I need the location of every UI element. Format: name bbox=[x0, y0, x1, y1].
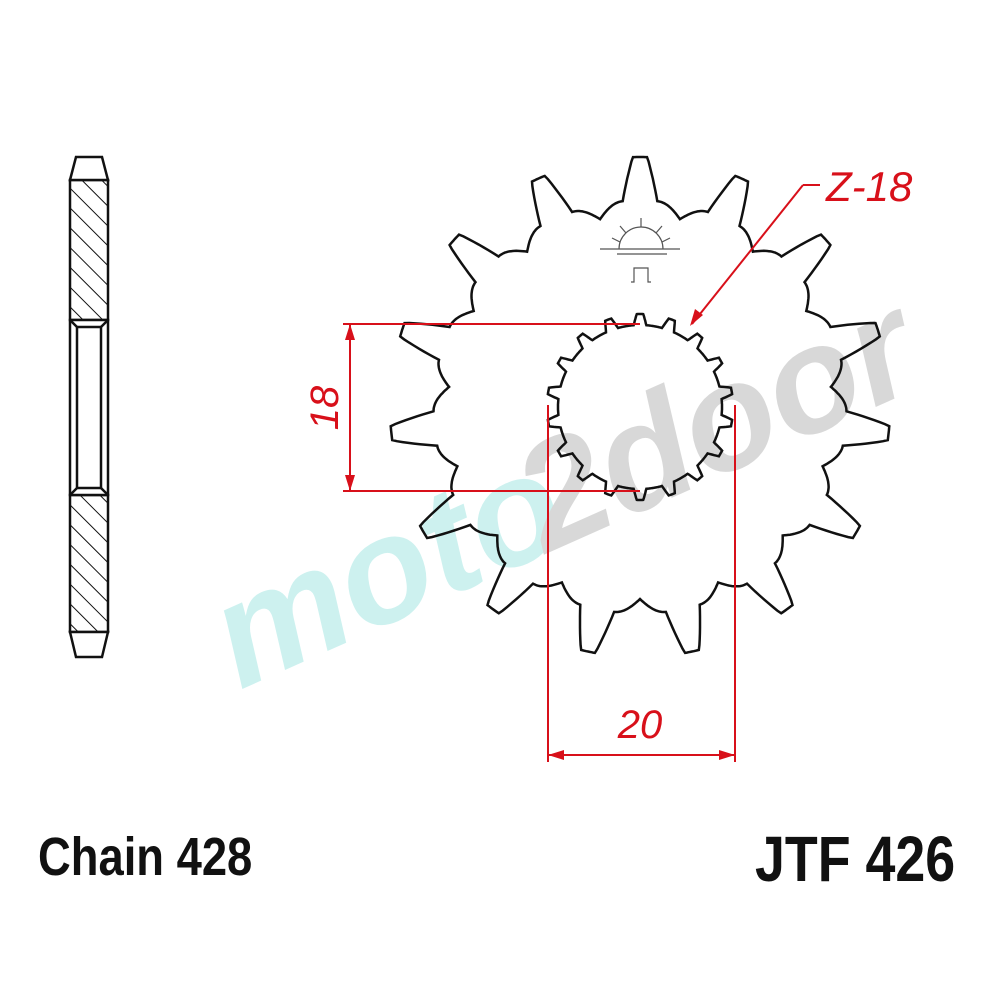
chain-size-label: Chain 428 bbox=[38, 827, 253, 887]
teeth-count-label: Z-18 bbox=[825, 163, 913, 210]
part-number-label: JTF 426 bbox=[755, 823, 956, 895]
sprocket-side-view bbox=[68, 155, 110, 659]
bore-dimension-label: 18 bbox=[303, 385, 347, 430]
spline-bore-outline bbox=[546, 312, 734, 502]
sprocket-outline bbox=[389, 155, 891, 655]
brand-sun-icon bbox=[600, 218, 680, 283]
dimension-lines bbox=[343, 184, 820, 762]
width-dimension-label: 20 bbox=[617, 703, 663, 747]
